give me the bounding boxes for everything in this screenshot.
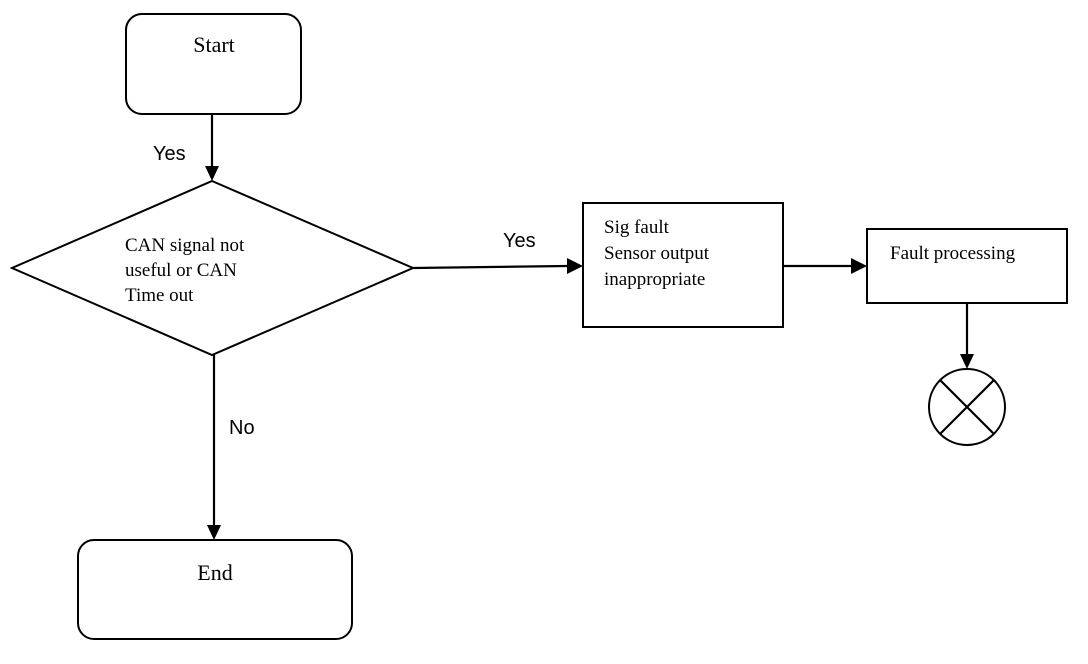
- processing-node: Fault processing: [866, 228, 1068, 304]
- fault-label: Sig fault Sensor output inappropriate: [604, 217, 714, 290]
- decision-node: CAN signal not useful or CAN Time out: [9, 179, 416, 357]
- edge-label-start-yes: Yes: [153, 143, 186, 165]
- edge-processing-to-terminator: [960, 303, 974, 369]
- processing-label: Fault processing: [890, 243, 1016, 264]
- edge-fault-to-processing: [783, 258, 867, 274]
- start-label: Start: [193, 32, 235, 57]
- edge-start-to-decision: Yes: [153, 114, 219, 181]
- start-node: Start: [125, 13, 302, 115]
- edge-decision-to-fault: Yes: [412, 230, 583, 274]
- edge-label-decision-no: No: [229, 417, 255, 439]
- edge-decision-to-end: No: [207, 355, 255, 540]
- edge-label-decision-yes: Yes: [503, 230, 536, 252]
- end-label: End: [197, 560, 232, 585]
- fault-node: Sig fault Sensor output inappropriate: [582, 202, 784, 328]
- end-node: End: [77, 539, 353, 640]
- circle-x-icon: [928, 368, 1006, 446]
- decision-label: CAN signal not useful or CAN Time out: [125, 235, 249, 306]
